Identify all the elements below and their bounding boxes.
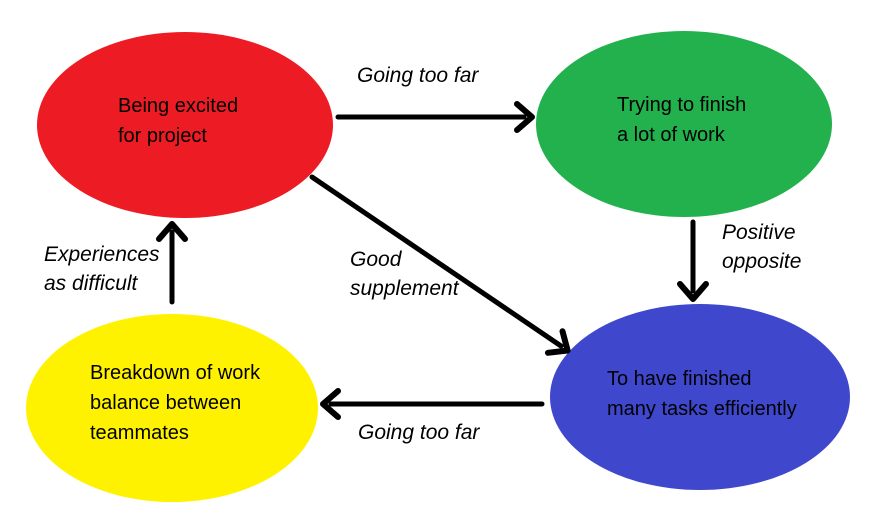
node-label-breakdown: Breakdown of work balance between teamma…: [90, 362, 261, 444]
arrow-excited-to-finished: [309, 174, 571, 356]
node-label-trying-to-finish: Trying to finish a lot of work: [617, 94, 747, 146]
node-label-finished-tasks: To have finished many tasks efficiently: [607, 368, 797, 420]
edge-label-positive-opposite: Positive opposite: [722, 221, 802, 273]
node-ellipse-trying-to-finish: [536, 31, 832, 217]
edge-label-going-too-far-top: Going too far: [357, 64, 479, 87]
node-label-being-excited: Being excited for project: [118, 95, 239, 147]
node-ellipse-breakdown: [26, 314, 318, 502]
edge-label-experiences-as-difficult: Experiences as difficult: [44, 243, 160, 295]
node-ellipse-finished-tasks: [550, 304, 850, 490]
edge-label-going-too-far-bottom: Going too far: [358, 421, 480, 444]
node-ellipse-being-excited: [37, 32, 333, 218]
edge-label-good-supplement: Good supplement: [350, 248, 459, 300]
